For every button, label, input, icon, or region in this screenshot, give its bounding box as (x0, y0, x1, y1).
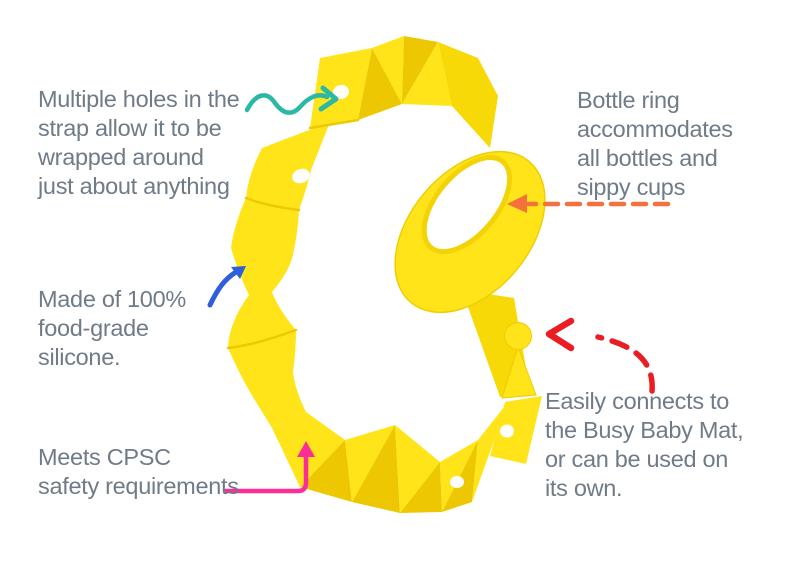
strap-fold (372, 36, 404, 104)
peg-ball (504, 322, 532, 350)
strap-hole (450, 476, 464, 488)
strap-fold (395, 425, 440, 513)
strap-fold (352, 425, 400, 513)
annotation-connects: Easily connects to the Busy Baby Mat, or… (545, 387, 744, 503)
annotation-line: its own. (545, 475, 623, 501)
strap-ring-attach-panel (438, 42, 498, 148)
annotation-line: Easily connects to (545, 388, 730, 414)
bottle-ring-illustration (394, 150, 546, 314)
strap-fold (442, 440, 478, 512)
annotation-line: or can be used on (545, 446, 729, 472)
strap-fold (402, 36, 438, 104)
annotation-bottle-ring: Bottle ring accommodates all bottles and… (577, 86, 733, 202)
orange-dashed-arrow-icon (507, 194, 671, 213)
annotation-arrows (207, 85, 671, 494)
strap-fold (358, 48, 402, 120)
strap-fold (402, 42, 452, 106)
strap-left-band (228, 122, 330, 428)
strap-fold (400, 462, 442, 513)
annotation-line: food-grade (38, 315, 149, 341)
annotation-line: Made of 100% (38, 286, 186, 312)
annotation-line: strap allow it to be (38, 115, 222, 141)
annotation-line: the Busy Baby Mat, (545, 417, 744, 443)
peg-cone (501, 345, 537, 399)
strap-crease (244, 196, 301, 212)
strap-fold (440, 440, 478, 512)
annotation-line: Multiple holes in the (38, 86, 240, 112)
annotation-line: accommodates (577, 116, 733, 142)
strap-crease (308, 118, 360, 130)
annotation-line: wrapped around (38, 144, 204, 170)
strap-crease (226, 328, 298, 350)
annotation-cpsc: Meets CPSC safety requirements (38, 443, 239, 501)
annotation-line: Meets CPSC (38, 444, 171, 470)
teal-wavy-arrow-icon (244, 85, 339, 115)
annotation-line: silicone. (38, 344, 121, 370)
strap-hole (333, 84, 349, 100)
annotation-line: all bottles and (577, 145, 718, 171)
annotation-multiple-holes: Multiple holes in the strap allow it to … (38, 85, 240, 201)
strap-peg-panel (490, 396, 542, 464)
annotation-line: Bottle ring (577, 87, 680, 113)
strap-hole (292, 168, 310, 184)
annotation-line: sippy cups (577, 174, 686, 200)
peg-connector-illustration (501, 322, 537, 399)
pink-elbow-arrow-icon (223, 441, 315, 494)
annotation-line: safety requirements (38, 473, 239, 499)
bottle-ring-opening (421, 155, 513, 255)
strap-fold (345, 425, 395, 502)
annotation-line: just about anything (38, 173, 230, 199)
blue-curved-arrow-icon (207, 266, 246, 308)
strap-hole (500, 424, 514, 438)
annotation-food-grade: Made of 100% food-grade silicone. (38, 285, 186, 372)
strap-fold (300, 440, 352, 502)
red-dashed-arrow-icon (545, 317, 655, 394)
